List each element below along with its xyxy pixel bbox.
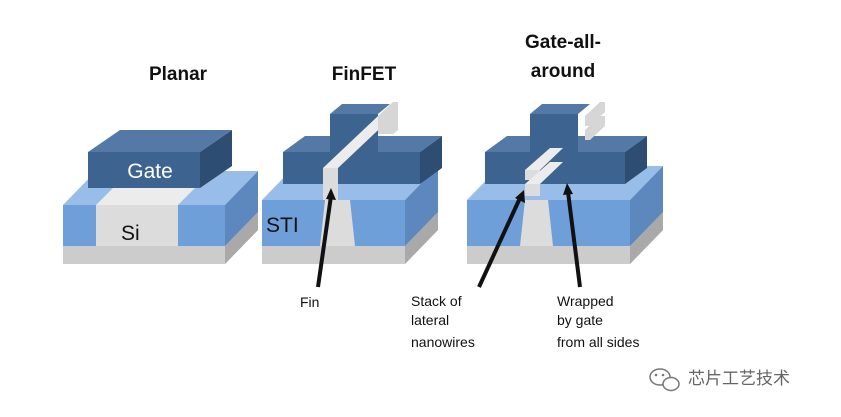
gaa-gate-side bbox=[625, 136, 647, 184]
label-si: Si bbox=[121, 222, 140, 245]
planar-device: Si Gate bbox=[63, 130, 258, 264]
finfet-gate-front bbox=[283, 152, 420, 184]
label-fin: Fin bbox=[300, 294, 319, 310]
planar-base-side bbox=[225, 212, 258, 264]
gaa-nanowire-back-lower bbox=[585, 116, 605, 140]
planar-gate-front bbox=[88, 152, 200, 188]
finfet-gate-upper-top bbox=[330, 104, 390, 114]
label-stack-line2: lateral bbox=[411, 312, 449, 328]
title-gaa-line2: around bbox=[531, 61, 595, 82]
label-stack-line3: nanowires bbox=[411, 334, 475, 350]
gaa-sti-side bbox=[630, 166, 663, 246]
label-sti: STI bbox=[266, 214, 299, 237]
finfet-fin-back bbox=[378, 102, 398, 134]
title-finfet: FinFET bbox=[332, 64, 397, 85]
wrapped-arrow bbox=[566, 191, 582, 288]
title-planar: Planar bbox=[149, 64, 208, 85]
gaa-device: Stack of lateral nanowires Wrapped by ga… bbox=[411, 102, 663, 350]
finfet-sti-side bbox=[405, 166, 438, 246]
title-gaa-line1: Gate-all- bbox=[525, 32, 601, 53]
label-gate: Gate bbox=[127, 160, 173, 183]
wechat-icon bbox=[649, 368, 680, 392]
gaa-nanowire-lower bbox=[525, 184, 540, 196]
label-wrapped-line2: by gate bbox=[557, 312, 603, 328]
watermark-text: 芯片工艺技术 bbox=[688, 369, 790, 389]
gaa-base-side bbox=[630, 212, 663, 264]
watermark: 芯片工艺技术 bbox=[649, 368, 790, 392]
planar-si-front bbox=[96, 205, 178, 246]
planar-si-top bbox=[96, 187, 196, 205]
label-wrapped-line1: Wrapped bbox=[557, 293, 614, 309]
gaa-gate-upper-top bbox=[530, 104, 590, 114]
planar-sti-side bbox=[225, 171, 258, 246]
finfet-gate-upper-front bbox=[330, 114, 378, 152]
finfet-base-side bbox=[405, 212, 438, 264]
gaa-base-front bbox=[467, 212, 663, 264]
nanowire-arrow bbox=[477, 197, 522, 288]
label-wrapped-line3: from all sides bbox=[557, 334, 639, 350]
fin-arrow bbox=[316, 195, 333, 288]
finfet-device: STI Fin bbox=[262, 102, 442, 310]
finfet-base-front bbox=[262, 212, 438, 264]
finfet-gate-side bbox=[420, 136, 442, 184]
gaa-si-front bbox=[520, 200, 553, 246]
finfet-fin-top bbox=[323, 116, 393, 168]
finfet-fin-front bbox=[323, 168, 338, 200]
planar-base-front bbox=[63, 212, 258, 264]
gaa-nanowire-back-upper bbox=[585, 102, 605, 126]
gaa-gate-upper-front bbox=[530, 114, 578, 152]
planar-gate-side bbox=[200, 130, 232, 188]
planar-gate-top bbox=[88, 130, 232, 152]
label-stack-line1: Stack of bbox=[411, 293, 462, 309]
